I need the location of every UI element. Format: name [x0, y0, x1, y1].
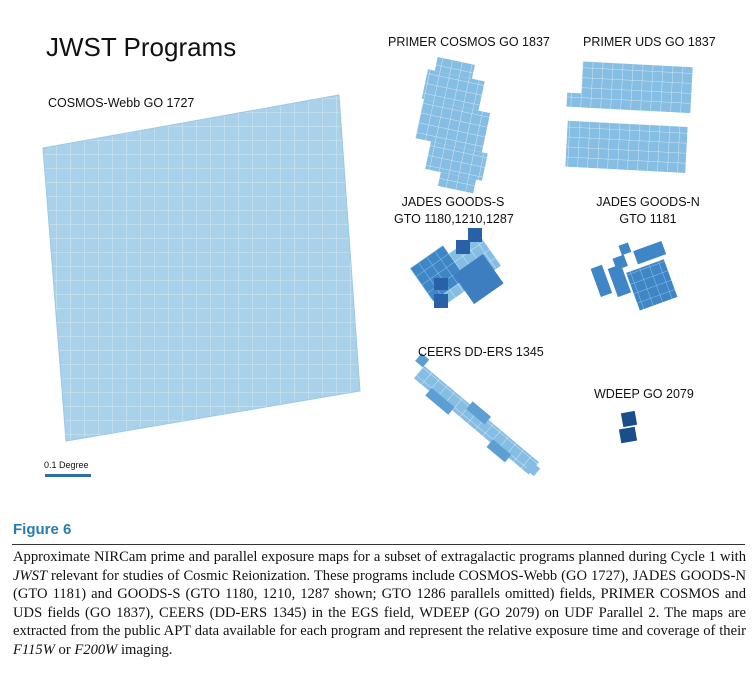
ceers-map	[413, 353, 541, 477]
scale-bar	[45, 474, 91, 477]
label-jades-goods-s-line2: GTO 1180,1210,1287	[394, 212, 514, 226]
caption-divider	[12, 544, 745, 545]
jades-goods-n-map	[590, 240, 678, 311]
label-primer-cosmos: PRIMER COSMOS GO 1837	[388, 35, 550, 49]
figure-title: JWST Programs	[46, 32, 237, 62]
exposure-maps	[42, 57, 693, 477]
jades-goods-s-map	[410, 228, 504, 308]
caption-text-1: Approximate NIRCam prime and parallel ex…	[13, 549, 746, 565]
label-cosmos-webb: COSMOS-Webb GO 1727	[48, 96, 195, 110]
primer-cosmos-map	[415, 57, 491, 194]
figure-caption: Approximate NIRCam prime and parallel ex…	[13, 548, 746, 660]
label-primer-uds: PRIMER UDS GO 1837	[583, 35, 716, 49]
figure-number: Figure 6	[13, 521, 72, 538]
caption-f200w: F200W	[74, 641, 118, 658]
label-jades-goods-n-line2: GTO 1181	[619, 212, 677, 226]
figure-panel: JWST Programs COSMOS-Webb GO 1727 PRIMER…	[42, 32, 716, 477]
primer-uds-map	[565, 61, 693, 173]
label-jades-goods-n-line1: JADES GOODS-N	[596, 195, 700, 209]
scale-label: 0.1 Degree	[44, 460, 89, 470]
label-wdeep: WDEEP GO 2079	[594, 387, 694, 401]
label-jades-goods-s: JADES GOODS-S GTO 1180,1210,1287	[394, 194, 514, 228]
label-ceers: CEERS DD-ERS 1345	[418, 345, 544, 359]
caption-text-2: relevant for studies of Cosmic Reionizat…	[13, 567, 746, 640]
wdeep-map	[618, 410, 638, 444]
caption-jwst: JWST	[13, 567, 48, 584]
label-jades-goods-s-line1: JADES GOODS-S	[401, 195, 505, 209]
label-jades-goods-n: JADES GOODS-N GTO 1181	[592, 194, 704, 228]
caption-text-4: imaging.	[117, 641, 173, 658]
caption-text-3: or	[54, 641, 75, 658]
caption-f115w: F115W	[13, 641, 55, 658]
cosmos-webb-map	[42, 94, 361, 442]
